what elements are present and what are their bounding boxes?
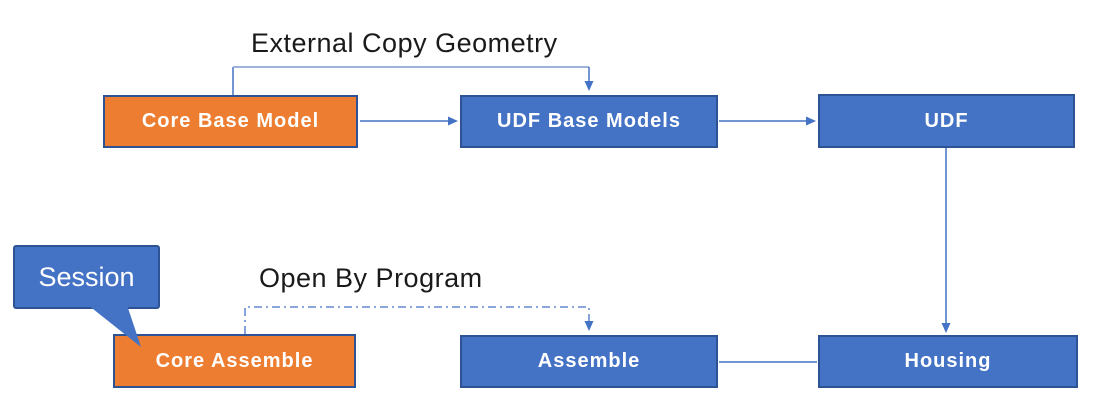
node-core-assemble-label: Core Assemble [155,349,314,372]
node-housing-label: Housing [904,350,992,372]
connector-external-copy-geometry [232,66,594,95]
connector-open-by-program [244,306,594,334]
node-udf-label: UDF [924,109,969,132]
label-external-copy-geometry: External Copy Geometry [251,28,558,58]
node-housing: Housing [818,335,1078,388]
label-open-by-program: Open By Program [259,263,483,293]
session-callout-label: Session [38,261,135,292]
node-core-assemble: Core Assemble [113,334,356,388]
node-udf-base-models: UDF Base Models [460,95,718,148]
node-core-base-model-label: Core Base Model [141,110,320,132]
session-callout: Session [13,245,160,309]
session-callout-tail [88,305,141,347]
node-udf-base-models-label: UDF Base Models [497,110,681,132]
node-core-base-model: Core Base Model [103,95,358,148]
node-udf: UDF [818,94,1075,148]
node-assemble: Assemble [460,335,718,388]
node-assemble-label: Assemble [537,350,641,372]
